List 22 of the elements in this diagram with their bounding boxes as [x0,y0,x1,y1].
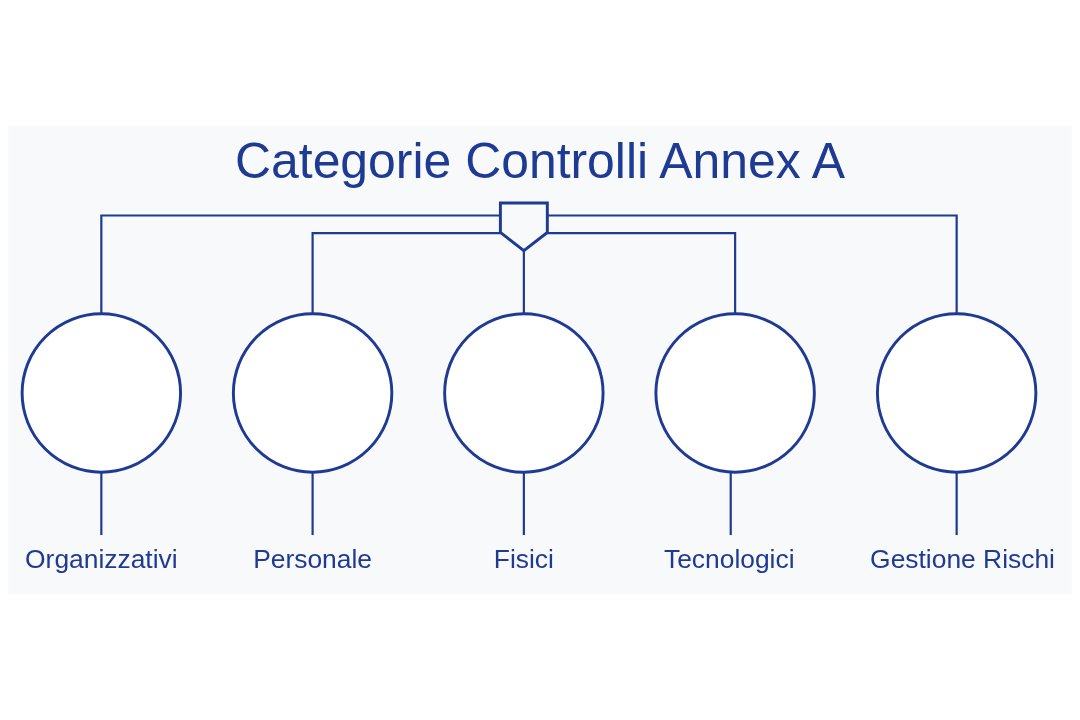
connector [311,472,314,536]
node-circle [231,312,394,474]
connector [100,472,103,536]
node-text: Gestione Rischi [870,544,1055,575]
node-circle [875,312,1038,474]
node-circle [20,312,183,474]
connector [547,214,958,314]
node-shield [498,201,549,253]
node-text: Personale [253,544,373,575]
diagram-title: Categorie Controlli Annex A [235,132,845,189]
connector [100,214,500,314]
node-text: Organizzativi [25,544,178,575]
connector [522,251,525,314]
node-text: Fisici [493,544,554,575]
node-text: Tecnologici [663,544,795,575]
connector [546,232,737,314]
connector [729,472,732,536]
connector [311,232,501,314]
node-circle [654,312,816,474]
node-circle [443,312,605,474]
connector [955,472,958,536]
connector [522,472,525,536]
